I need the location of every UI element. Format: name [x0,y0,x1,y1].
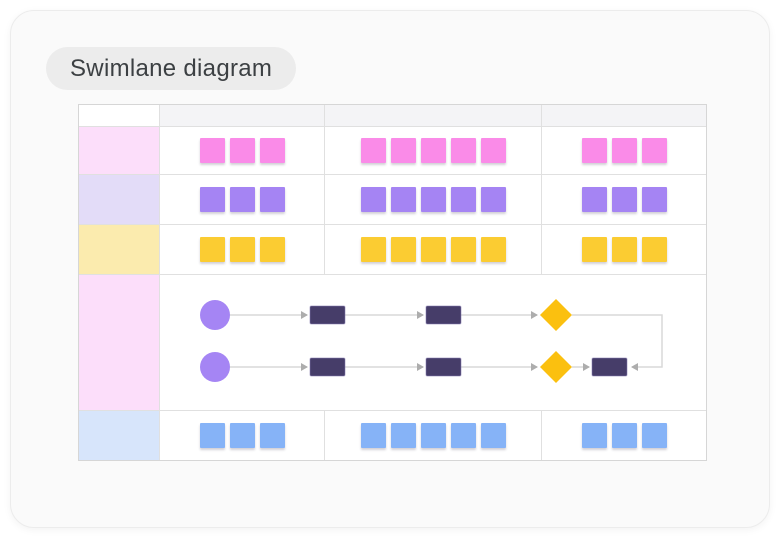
lane-label-flow [79,275,160,411]
swimlane-item-square [199,138,225,163]
swimlane-item-square [581,138,607,163]
diagram-title: Swimlane diagram [70,54,273,82]
flowchart-cell [160,275,706,411]
start-circle-2 [200,352,230,382]
task-rect-2a [309,357,346,377]
lane-cell [160,127,325,175]
swimlane-item-square [360,187,386,212]
swimlane-item-square [480,237,506,262]
swimlane-item-square [611,187,637,212]
header-cell-1 [160,105,325,127]
lane-cell [542,127,706,175]
swimlane-item-square [259,187,285,212]
swimlane-item-square [259,237,285,262]
lane-label-blue [79,411,160,460]
lane-label-yellow [79,225,160,275]
lane-cell [325,127,542,175]
swimlane-item-square [420,423,446,448]
swimlane-table [78,104,707,461]
task-rect-2b [425,357,462,377]
swimlane-item-square [581,423,607,448]
swimlane-item-square [480,138,506,163]
swimlane-item-square [390,187,416,212]
lane-cell [160,175,325,225]
swimlane-item-square [199,187,225,212]
header-cell-3 [542,105,706,127]
task-rect-1b [425,305,462,325]
lane-cell [160,225,325,275]
swimlane-item-square [259,138,285,163]
lane-label-pink [79,127,160,175]
swimlane-item-square [390,423,416,448]
swimlane-item-square [229,138,255,163]
swimlane-item-square [581,237,607,262]
swimlane-item-square [611,423,637,448]
swimlane-item-square [199,237,225,262]
lane-cell [160,411,325,460]
header-cell-2 [325,105,542,127]
swimlane-item-square [641,237,667,262]
swimlane-item-square [581,187,607,212]
lane-cell [325,175,542,225]
swimlane-item-square [229,423,255,448]
lane-cell [325,411,542,460]
diagram-title-pill: Swimlane diagram [46,47,297,90]
swimlane-item-square [450,187,476,212]
swimlane-item-square [480,187,506,212]
swimlane-item-square [259,423,285,448]
swimlane-item-square [641,423,667,448]
swimlane-item-square [229,187,255,212]
swimlane-item-square [360,237,386,262]
decision-diamond-2 [540,351,572,383]
lane-cell [542,225,706,275]
feedback-connector-arrow [572,314,663,371]
lane-cell [542,175,706,225]
swimlane-item-square [450,237,476,262]
flowchart-svg [200,299,663,383]
lane-cell [542,411,706,460]
decision-diamond-1 [540,299,572,331]
lane-cell [325,225,542,275]
swimlane-item-square [450,138,476,163]
header-corner-cell [79,105,160,127]
swimlane-item-square [611,237,637,262]
template-preview-card[interactable]: Swimlane diagram [10,10,770,528]
swimlane-item-square [420,187,446,212]
swimlane-item-square [390,138,416,163]
task-rect-2c [591,357,628,377]
task-rect-1a [309,305,346,325]
swimlane-item-square [390,237,416,262]
swimlane-item-square [360,138,386,163]
swimlane-item-square [420,237,446,262]
start-circle-1 [200,300,230,330]
swimlane-item-square [611,138,637,163]
swimlane-item-square [420,138,446,163]
swimlane-item-square [480,423,506,448]
lane-label-purple [79,175,160,225]
swimlane-item-square [450,423,476,448]
swimlane-item-square [360,423,386,448]
swimlane-item-square [229,237,255,262]
swimlane-item-square [641,187,667,212]
swimlane-item-square [641,138,667,163]
swimlane-item-square [199,423,225,448]
